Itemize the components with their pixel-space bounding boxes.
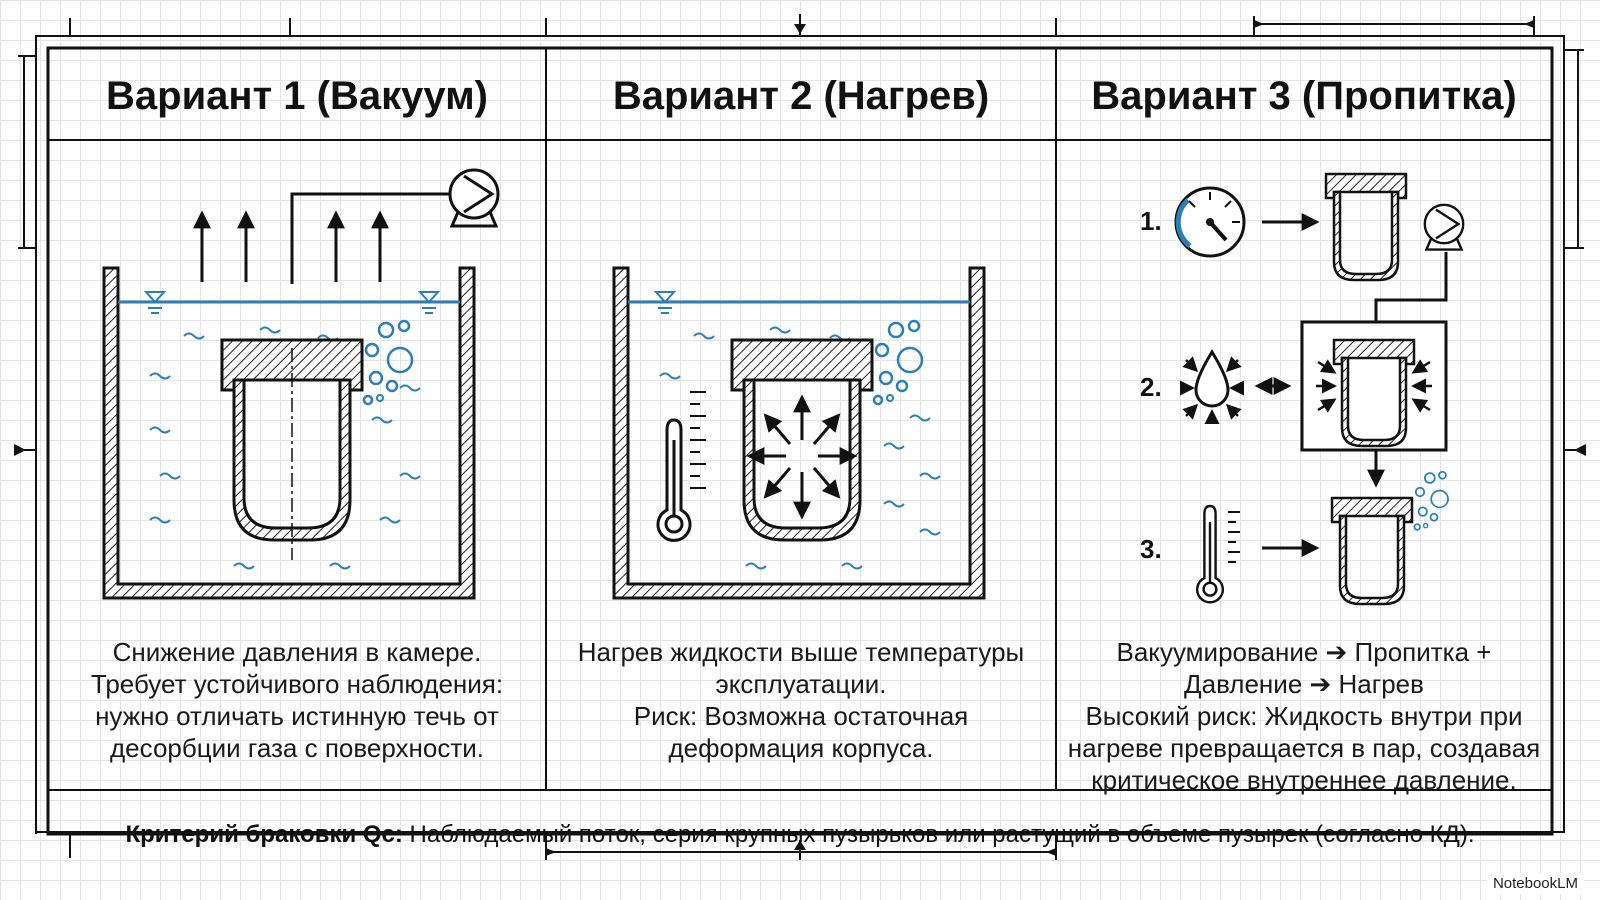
description-line: критическое внутреннее давление. — [1091, 765, 1517, 795]
step-1-label: 1. — [1140, 206, 1162, 236]
criterion-label: Критерий браковки Qc: — [125, 821, 403, 848]
description-heating: Нагрев жидкости выше температуры эксплуа… — [546, 636, 1056, 764]
title-impregnation: Вариант 3 (Пропитка) — [1091, 74, 1517, 118]
description-vacuum: Снижение давления в камере. Требует усто… — [48, 636, 546, 764]
impregnation-steps — [1174, 172, 1465, 606]
droplet-icon — [1180, 349, 1244, 424]
description-line: Нагрев жидкости выше температуры — [577, 637, 1025, 667]
criterion-text: Наблюдаемый поток, серия крупных пузырьк… — [402, 821, 1475, 848]
step-2-label: 2. — [1140, 372, 1162, 402]
description-line: эксплуатации. — [715, 669, 887, 699]
brand-label: NotebookLM — [1486, 873, 1584, 894]
description-line: Высокий риск: Жидкость внутри при — [1085, 701, 1523, 731]
description-line: нужно отличать истинную течь от — [95, 701, 499, 731]
description-line: Требует устойчивого наблюдения: — [90, 669, 504, 699]
heating-tank — [612, 266, 986, 600]
title-vacuum: Вариант 1 (Вакуум) — [106, 74, 488, 118]
pressure-gauge-icon — [1174, 186, 1246, 258]
description-line: нагреве превращается в пар, создавая — [1067, 733, 1541, 763]
vacuum-tank — [102, 168, 500, 600]
description-line: Снижение давления в камере. — [112, 637, 482, 667]
description-line: Вакуумирование ➔ Пропитка + — [1116, 637, 1492, 667]
description-line: деформация корпуса. — [668, 733, 934, 763]
step-3-label: 3. — [1140, 534, 1162, 564]
description-line: десорбции газа с поверхности. — [110, 733, 484, 763]
title-heating: Вариант 2 (Нагрев) — [612, 74, 990, 118]
description-line: Давление ➔ Нагрев — [1184, 669, 1424, 699]
description-line: Риск: Возможна остаточная — [633, 701, 969, 731]
description-impregnation: Вакуумирование ➔ Пропитка + Давление ➔ Н… — [1056, 636, 1552, 796]
rejection-criterion: Критерий браковки Qc: Наблюдаемый поток,… — [52, 812, 1548, 858]
